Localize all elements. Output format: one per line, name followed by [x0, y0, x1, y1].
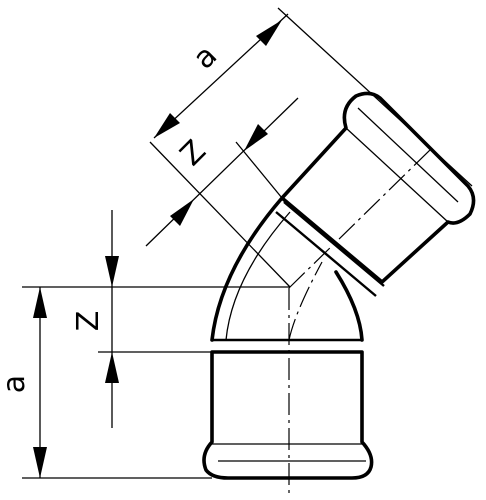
bend-inner-bore-line: [225, 211, 291, 341]
angled-socket-rim-line-2: [357, 107, 459, 203]
extension-line-diagonal-center: [149, 141, 291, 288]
center-lines: [288, 149, 431, 495]
bend-outer-wall: [210, 196, 284, 342]
dimension-label-z-vertical: Z: [71, 311, 106, 332]
arrow-z-vertical-top: [105, 256, 119, 287]
dimension-label-a-diagonal: a: [186, 38, 224, 76]
extension-line-diagonal-a-far: [277, 7, 473, 187]
fitting-body: [202, 91, 476, 480]
dimension-line-z-diagonal: [145, 97, 299, 247]
angled-center-line: [288, 149, 431, 289]
arrow-z-vertical-bottom: [105, 352, 119, 383]
arrow-a-diagonal-start: [154, 113, 180, 138]
arrow-a-diagonal-end: [256, 20, 282, 46]
bend-center-arc: [288, 261, 323, 341]
vertical-socket-outline: [202, 350, 374, 480]
bend-inner-wall: [334, 270, 364, 342]
angled-socket-rim-line: [345, 127, 449, 223]
angled-socket-band-upper: [275, 211, 377, 297]
arrow-a-vertical-bottom: [33, 447, 47, 478]
arrow-z-diagonal-start: [170, 199, 194, 226]
arrow-z-diagonal-end: [244, 124, 268, 151]
vertical-dimensions: a Z: [0, 210, 290, 479]
angled-socket-outline: [280, 91, 476, 284]
arrow-a-vertical-top: [33, 287, 47, 318]
dimension-label-z-diagonal: Z: [174, 134, 213, 173]
dimension-label-a-vertical: a: [0, 375, 32, 393]
extension-line-diagonal-z-bend: [235, 141, 283, 199]
